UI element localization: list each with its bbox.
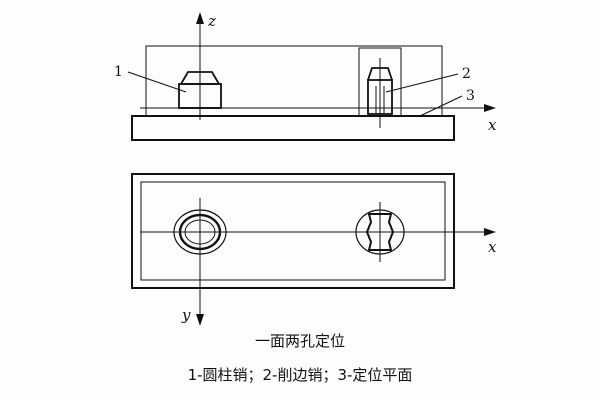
y-axis-label: y (181, 306, 191, 324)
figure-legend: 1-圆柱销；2-削边销；3-定位平面 (187, 366, 413, 384)
locating-plane-base (131, 115, 455, 141)
plate-inner (140, 181, 446, 281)
callout-3: 3 (466, 88, 475, 104)
workpiece-outline (145, 45, 443, 117)
x-arrow-bottom (484, 228, 496, 236)
y-arrow (196, 314, 204, 326)
z-axis-label: z (207, 12, 216, 30)
x-axis-label-bottom: x (488, 238, 497, 256)
front-view: z x 1 2 3 (114, 12, 497, 141)
top-view: x y (131, 173, 497, 326)
x-axis-label-top: x (488, 116, 497, 134)
callout-2: 2 (462, 66, 471, 82)
callout-1: 1 (114, 64, 123, 80)
figure-caption: 一面两孔定位 (254, 332, 345, 350)
leader-1 (127, 71, 187, 93)
z-arrow (196, 12, 204, 24)
plate-outer (131, 173, 455, 289)
x-arrow-top (484, 104, 496, 112)
leader-3 (419, 95, 463, 117)
leader-2 (385, 73, 459, 93)
